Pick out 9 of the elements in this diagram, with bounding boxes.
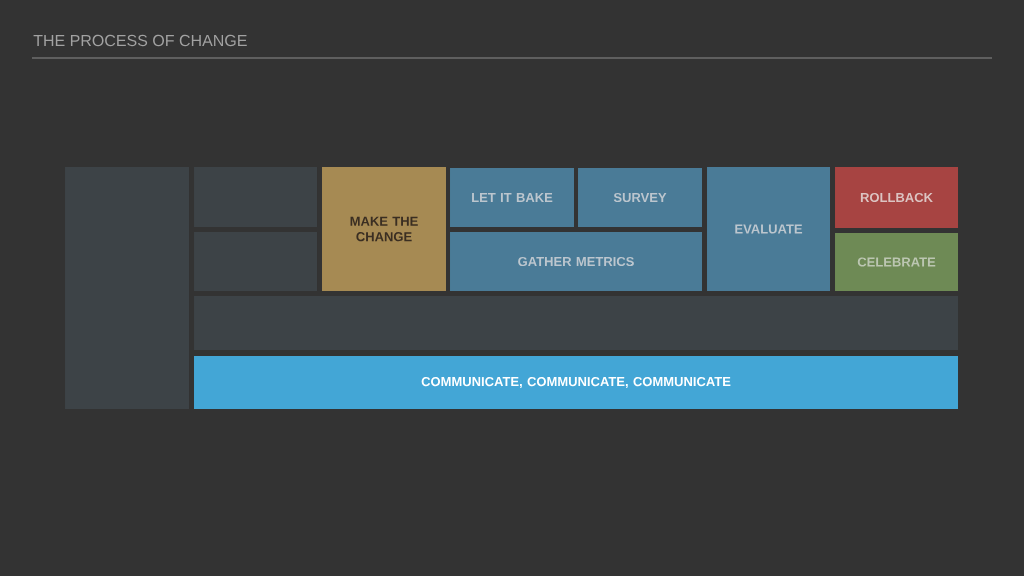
process-box: CELEBRATE: [835, 233, 958, 291]
process-box: EVALUATE: [707, 167, 830, 291]
process-box: LET IT BAKE: [450, 168, 574, 227]
process-box: ROLLBACK: [835, 167, 958, 228]
process-box: MAKE THE CHANGE: [322, 167, 446, 291]
slide-title: THE PROCESS OF CHANGE: [33, 34, 247, 47]
process-box: COMMUNICATE, COMMUNICATE, COMMUNICATE: [194, 356, 958, 409]
process-box: GATHER METRICS: [450, 232, 702, 291]
process-box: SURVEY: [578, 168, 702, 227]
